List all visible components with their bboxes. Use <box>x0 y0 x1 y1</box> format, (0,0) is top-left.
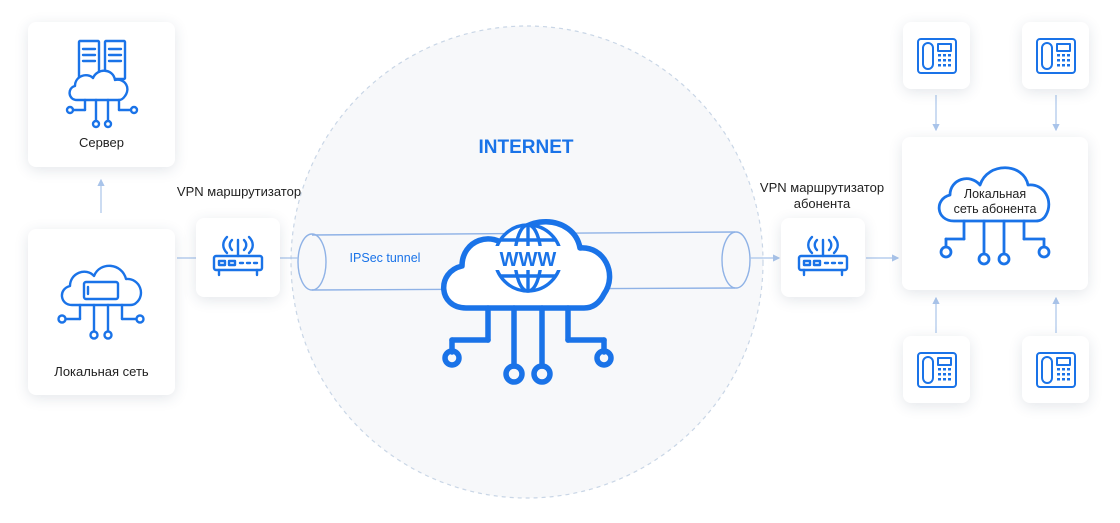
ipsec-tunnel-label: IPSec tunnel <box>349 251 421 265</box>
subscriber-network-label-line2: сеть абонента <box>953 202 1037 216</box>
ip-phone-card-1 <box>903 22 970 89</box>
local-network-card: Локальная сеть <box>28 229 175 395</box>
ip-phone-card-4 <box>1022 336 1089 403</box>
server-label: Сервер <box>78 135 125 150</box>
phone-cloud-icon <box>57 264 145 340</box>
internet-title: INTERNET <box>478 137 574 158</box>
ip-phone-icon <box>917 352 957 388</box>
ip-phone-icon <box>1036 38 1076 74</box>
router-icon <box>797 235 849 277</box>
subscriber-network-card: Локальная сеть абонента <box>902 137 1088 290</box>
globe-cloud-icon: WWW <box>441 219 614 385</box>
ip-phone-icon <box>917 38 957 74</box>
ip-phone-icon <box>1036 352 1076 388</box>
subscriber-router-card <box>781 218 865 297</box>
ip-phone-card-3 <box>903 336 970 403</box>
vpn-router-label: VPN маршрутизатор <box>176 184 302 199</box>
server-card: Сервер <box>28 22 175 167</box>
subscriber-router-label-line2: абонента <box>793 196 851 211</box>
cloud-network-icon <box>937 166 1051 266</box>
subscriber-router-label: VPN маршрутизатор абонента <box>754 180 890 212</box>
local-network-label: Локальная сеть <box>54 364 149 379</box>
subscriber-network-label: Локальная сеть абонента <box>940 187 1050 217</box>
ip-phone-card-2 <box>1022 22 1089 89</box>
subscriber-router-label-line1: VPN маршрутизатор <box>759 180 885 195</box>
subscriber-network-label-line1: Локальная <box>963 187 1027 201</box>
server-cloud-icon <box>65 39 139 129</box>
www-text: WWW <box>500 249 557 271</box>
vpn-router-card <box>196 218 280 297</box>
router-icon <box>212 235 264 277</box>
